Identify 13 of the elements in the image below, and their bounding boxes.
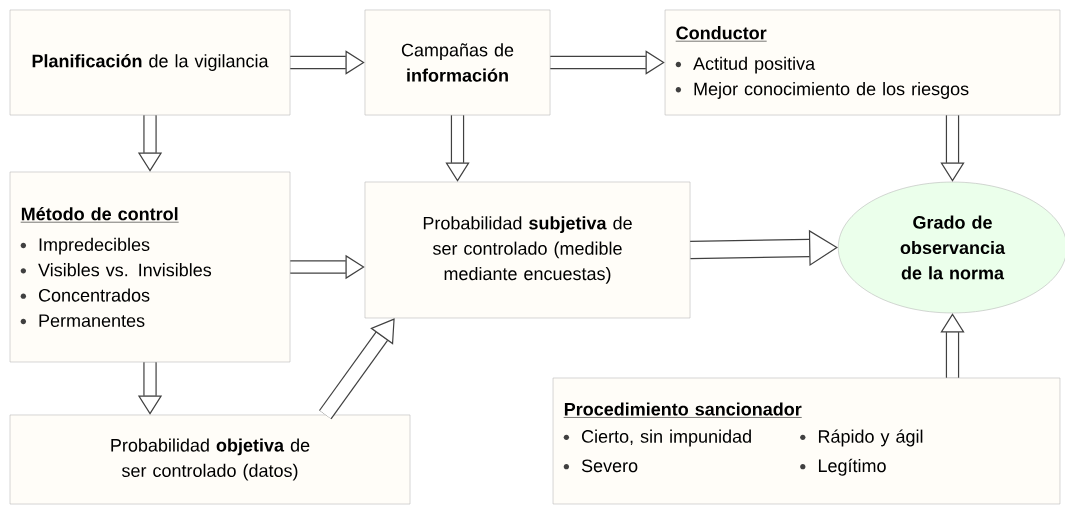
list-box: Conductor Actitud positiva Mejor conocimiento de los riesgos (664, 9, 1061, 116)
block-arrow (940, 115, 965, 182)
block-arrow (319, 318, 395, 420)
list-box: Método de control Impredecibles Visibles vs. Invisibles Concentrados Permanentes (9, 171, 291, 363)
block-arrow (550, 50, 665, 75)
text-box: Planificación de la vigilancia (9, 9, 291, 116)
block-arrow (290, 50, 365, 75)
text-box: Probabilidad subjetiva de ser controlado (medible mediante encuestas) (364, 181, 691, 319)
block-arrow (940, 313, 965, 378)
block-arrow (445, 115, 470, 182)
text-box: Campañas de información (364, 9, 551, 116)
text-box: Probabilidad objetiva de ser controlado (datos) (9, 414, 411, 505)
list-box: Procedimiento sancionador Cierto, sin impunidad Rápido y ágil Severo Legítimo (552, 377, 1061, 505)
